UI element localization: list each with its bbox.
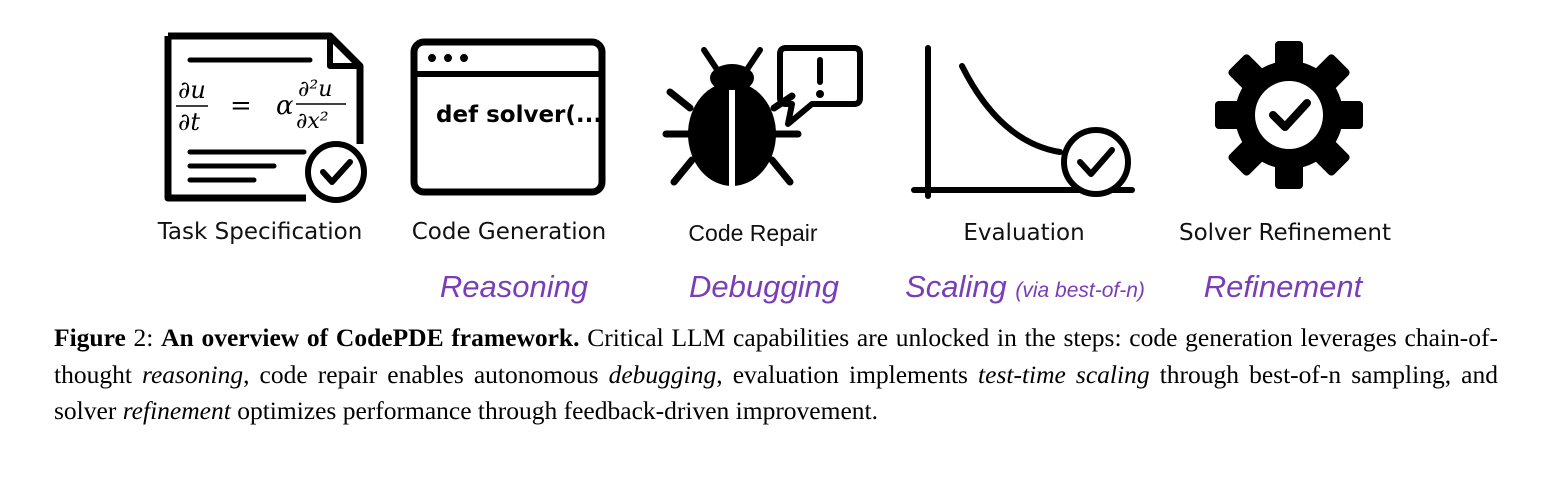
caption-text: Critical LLM capabilities are unlocked i…	[54, 323, 1499, 389]
figure-label: Figure	[54, 323, 126, 352]
caption-emphasis-reasoning: reasoning	[142, 359, 244, 389]
gear-check-icon	[1214, 40, 1364, 190]
eq-lhs-denominator: ∂t	[178, 108, 200, 136]
caption-text: , evaluation implements	[716, 359, 979, 389]
code-window-icon: def solver(...	[410, 38, 606, 196]
caption-emphasis-test-time-scaling: test-time scaling	[978, 359, 1150, 389]
figure-number: 2:	[133, 323, 154, 352]
caption-text: through best-of-n sampling, and solver	[54, 359, 1499, 426]
caption-emphasis-debugging: debugging	[608, 359, 717, 389]
decay-curve-check-icon	[910, 44, 1138, 200]
figure-caption: Figure 2: An overview of CodePDE framewo…	[54, 320, 1498, 430]
capability-reasoning: Reasoning	[439, 269, 589, 304]
step-label-solver-refinement: Solver Refinement	[1178, 220, 1392, 246]
eq-rhs-denominator: ∂x²	[296, 109, 329, 134]
step-label-evaluation: Evaluation	[963, 220, 1085, 246]
eq-alpha: α	[276, 91, 294, 121]
bug-alert-icon	[662, 42, 864, 192]
capability-debugging: Debugging	[689, 269, 839, 304]
step-label-code-generation: Code Generation	[411, 219, 607, 245]
caption-title: An overview of CodePDE framework.	[161, 323, 580, 352]
step-label-code-repair: Code Repair	[688, 220, 818, 246]
code-snippet: def solver(...	[436, 102, 602, 128]
capability-scaling-note: (via best-of-n)	[1015, 279, 1145, 302]
capability-refinement: Refinement	[1203, 269, 1363, 304]
capability-scaling-label: Scaling	[905, 269, 1007, 304]
caption-text: , code repair enables autonomous	[243, 359, 609, 389]
caption-text: optimizes performance through feedback-d…	[230, 396, 878, 425]
step-label-task-specification: Task Specification	[157, 219, 363, 245]
capability-scaling: Scaling (via best-of-n)	[905, 269, 1145, 305]
eq-lhs-numerator: ∂u	[178, 76, 206, 104]
caption-emphasis-refinement: refinement	[122, 396, 231, 425]
eq-equals: =	[230, 91, 252, 121]
eq-rhs-numerator: ∂²u	[298, 77, 332, 102]
document-equation-check-icon: ∂u ∂t = α ∂²u ∂x²	[164, 32, 374, 204]
